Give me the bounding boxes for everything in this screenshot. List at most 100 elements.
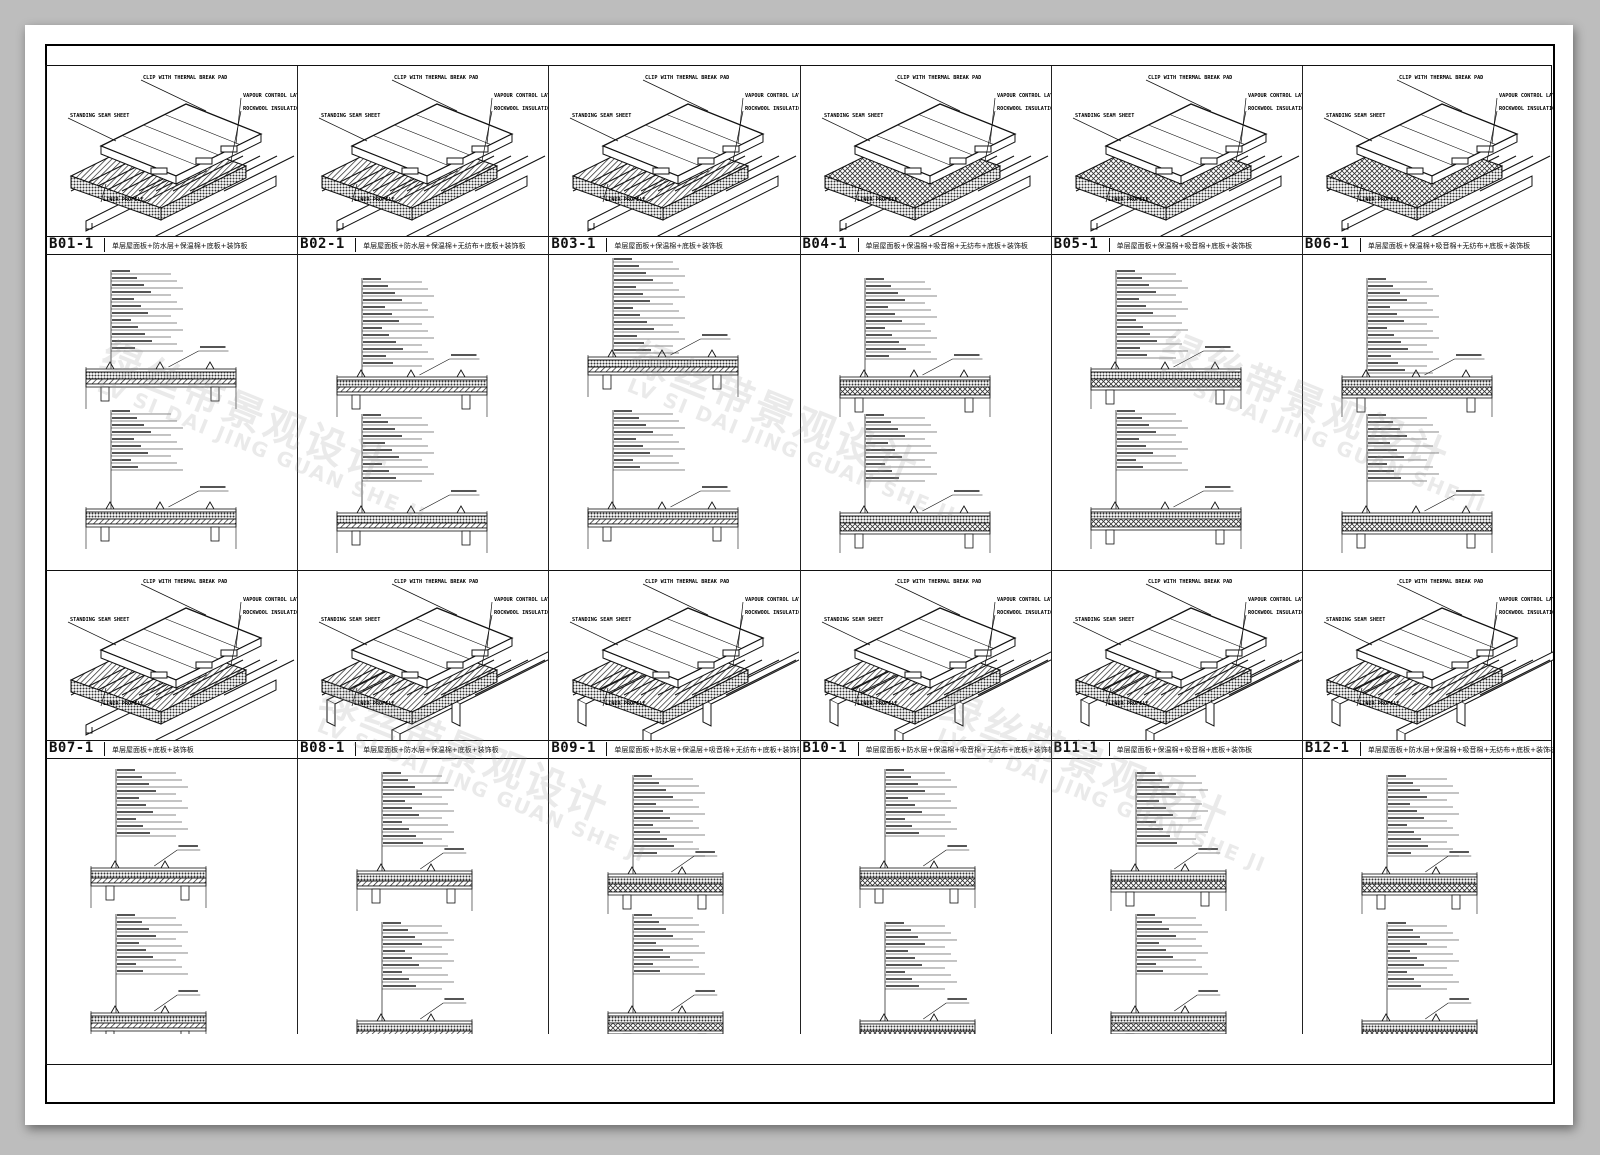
svg-text:VAPOUR CONTROL LAYER: VAPOUR CONTROL LAYER <box>243 597 297 603</box>
detail-description: 单层屋面板+保温棉+吸音棉+无纺布+底板+装饰板 <box>1367 242 1531 250</box>
grid-col-line <box>1050 66 1052 1034</box>
svg-text:CLIP WITH THERMAL BREAK PAD: CLIP WITH THERMAL BREAK PAD <box>143 75 227 81</box>
section-detail-b05-1 <box>1051 254 1302 570</box>
svg-text:STANDING SEAM SHEET: STANDING SEAM SHEET <box>70 113 129 119</box>
detail-code: B05-1 <box>1053 236 1099 252</box>
label-divider <box>355 742 357 756</box>
grid-row-line <box>46 740 1551 741</box>
svg-text:LINER PROFILE: LINER PROFILE <box>354 197 395 203</box>
label-divider <box>1108 238 1110 252</box>
svg-text:VAPOUR CONTROL LAYER: VAPOUR CONTROL LAYER <box>1499 597 1553 603</box>
section-drawing <box>90 769 207 1034</box>
svg-text:ROCKWOOL INSULATION: ROCKWOOL INSULATION <box>1499 610 1553 616</box>
section-detail-b10-1 <box>800 758 1051 1034</box>
section-detail-b11-1 <box>1051 758 1302 1034</box>
section-detail-b07-1 <box>46 758 297 1034</box>
section-drawing <box>607 775 724 1034</box>
section-drawing <box>356 772 473 1034</box>
iso-drawing: CLIP WITH THERMAL BREAK PAD STANDING SEAM… <box>821 75 1051 236</box>
svg-text:CLIP WITH THERMAL BREAK PAD: CLIP WITH THERMAL BREAK PAD <box>1148 579 1232 585</box>
detail-label-b09-1: B09-1 单层屋面板+防水层+保温层+吸音棉+无纺布+底板+装饰板 <box>548 740 799 758</box>
label-divider <box>857 238 859 252</box>
label-divider <box>857 742 859 756</box>
svg-text:STANDING SEAM SHEET: STANDING SEAM SHEET <box>572 617 631 623</box>
section-drawing <box>587 258 739 549</box>
svg-text:STANDING SEAM SHEET: STANDING SEAM SHEET <box>70 617 129 623</box>
section-detail-b06-1 <box>1302 254 1553 570</box>
svg-text:VAPOUR CONTROL LAYER: VAPOUR CONTROL LAYER <box>494 93 548 99</box>
svg-text:VAPOUR CONTROL LAYER: VAPOUR CONTROL LAYER <box>1248 93 1302 99</box>
label-divider <box>1359 238 1361 252</box>
svg-text:LINER PROFILE: LINER PROFILE <box>856 197 897 203</box>
svg-text:ROCKWOOL INSULATION: ROCKWOOL INSULATION <box>243 106 297 112</box>
section-drawing <box>1110 772 1227 1034</box>
section-drawing <box>839 278 990 553</box>
detail-description: 单层屋面板+保温棉+底板+装饰板 <box>614 242 723 250</box>
svg-text:LINER PROFILE: LINER PROFILE <box>605 701 646 707</box>
grid-row-line <box>46 758 1551 759</box>
svg-text:CLIP WITH THERMAL BREAK PAD: CLIP WITH THERMAL BREAK PAD <box>1148 75 1232 81</box>
svg-text:CLIP WITH THERMAL BREAK PAD: CLIP WITH THERMAL BREAK PAD <box>143 579 227 585</box>
svg-text:ROCKWOOL INSULATION: ROCKWOOL INSULATION <box>243 610 297 616</box>
section-drawing <box>85 270 237 549</box>
svg-text:CLIP WITH THERMAL BREAK PAD: CLIP WITH THERMAL BREAK PAD <box>645 579 729 585</box>
detail-code: B09-1 <box>551 740 596 756</box>
grid-col-line <box>1301 66 1303 1034</box>
detail-label-b10-1: B10-1 单层屋面板+防水层+保温棉+吸音棉+无纺布+底板+装饰板 <box>800 740 1051 758</box>
detail-description: 单层屋面板+底板+装饰板 <box>112 746 194 754</box>
svg-text:STANDING SEAM SHEET: STANDING SEAM SHEET <box>1326 113 1385 119</box>
label-divider <box>1359 742 1361 756</box>
label-divider <box>104 238 105 252</box>
section-detail-b03-1 <box>548 254 799 570</box>
svg-text:VAPOUR CONTROL LAYER: VAPOUR CONTROL LAYER <box>243 93 297 99</box>
svg-text:LINER PROFILE: LINER PROFILE <box>103 701 144 707</box>
iso-drawing: CLIP WITH THERMAL BREAK PAD STANDING SEAM… <box>67 75 297 236</box>
detail-description: 单层屋面板+防水层+保温棉+吸音棉+无纺布+底板+装饰板 <box>1367 746 1553 754</box>
grid-row-line <box>46 570 1551 571</box>
detail-code: B08-1 <box>300 740 345 756</box>
section-drawing <box>859 769 975 1034</box>
grid-col-line <box>297 66 299 1034</box>
detail-description: 单层屋面板+保温棉+吸音棉+底板+装饰板 <box>1116 746 1253 754</box>
section-drawing <box>336 278 488 553</box>
section-detail-b02-1 <box>297 254 548 570</box>
svg-text:STANDING SEAM SHEET: STANDING SEAM SHEET <box>1326 617 1385 623</box>
svg-text:CLIP WITH THERMAL BREAK PAD: CLIP WITH THERMAL BREAK PAD <box>896 75 980 81</box>
svg-text:VAPOUR CONTROL LAYER: VAPOUR CONTROL LAYER <box>745 597 799 603</box>
detail-description: 单层屋面板+防水层+保温棉+吸音棉+无纺布+底板+装饰板 <box>865 746 1051 754</box>
section-drawing <box>1341 278 1493 553</box>
iso-detail-b04-1: CLIP WITH THERMAL BREAK PAD STANDING SEAM… <box>800 66 1051 236</box>
detail-description: 单层屋面板+防水层+保温层+吸音棉+无纺布+底板+装饰板 <box>614 746 800 754</box>
section-drawing <box>1090 270 1242 549</box>
detail-code: B10-1 <box>802 740 848 756</box>
iso-drawing: CLIP WITH THERMAL BREAK PAD STANDING SEAM… <box>67 579 297 740</box>
iso-drawing: CLIP WITH THERMAL BREAK PAD STANDING SEAM… <box>570 579 800 740</box>
grid-col-line <box>548 66 550 1034</box>
detail-description: 单层屋面板+防水层+保温棉+底板+装饰板 <box>112 242 248 250</box>
detail-code: B01-1 <box>49 236 94 252</box>
svg-text:LINER PROFILE: LINER PROFILE <box>1359 701 1400 707</box>
detail-description: 单层屋面板+保温棉+吸音棉+无纺布+底板+装饰板 <box>865 242 1028 250</box>
section-detail-b09-1 <box>548 758 799 1034</box>
svg-text:CLIP WITH THERMAL BREAK PAD: CLIP WITH THERMAL BREAK PAD <box>645 75 729 81</box>
iso-detail-b07-1: CLIP WITH THERMAL BREAK PAD STANDING SEAM… <box>46 570 297 740</box>
section-detail-b08-1 <box>297 758 548 1034</box>
svg-text:STANDING SEAM SHEET: STANDING SEAM SHEET <box>321 113 380 119</box>
svg-text:STANDING SEAM SHEET: STANDING SEAM SHEET <box>572 113 631 119</box>
svg-text:ROCKWOOL INSULATION: ROCKWOOL INSULATION <box>1248 106 1302 112</box>
svg-text:STANDING SEAM SHEET: STANDING SEAM SHEET <box>823 113 882 119</box>
svg-text:ROCKWOOL INSULATION: ROCKWOOL INSULATION <box>1499 106 1553 112</box>
